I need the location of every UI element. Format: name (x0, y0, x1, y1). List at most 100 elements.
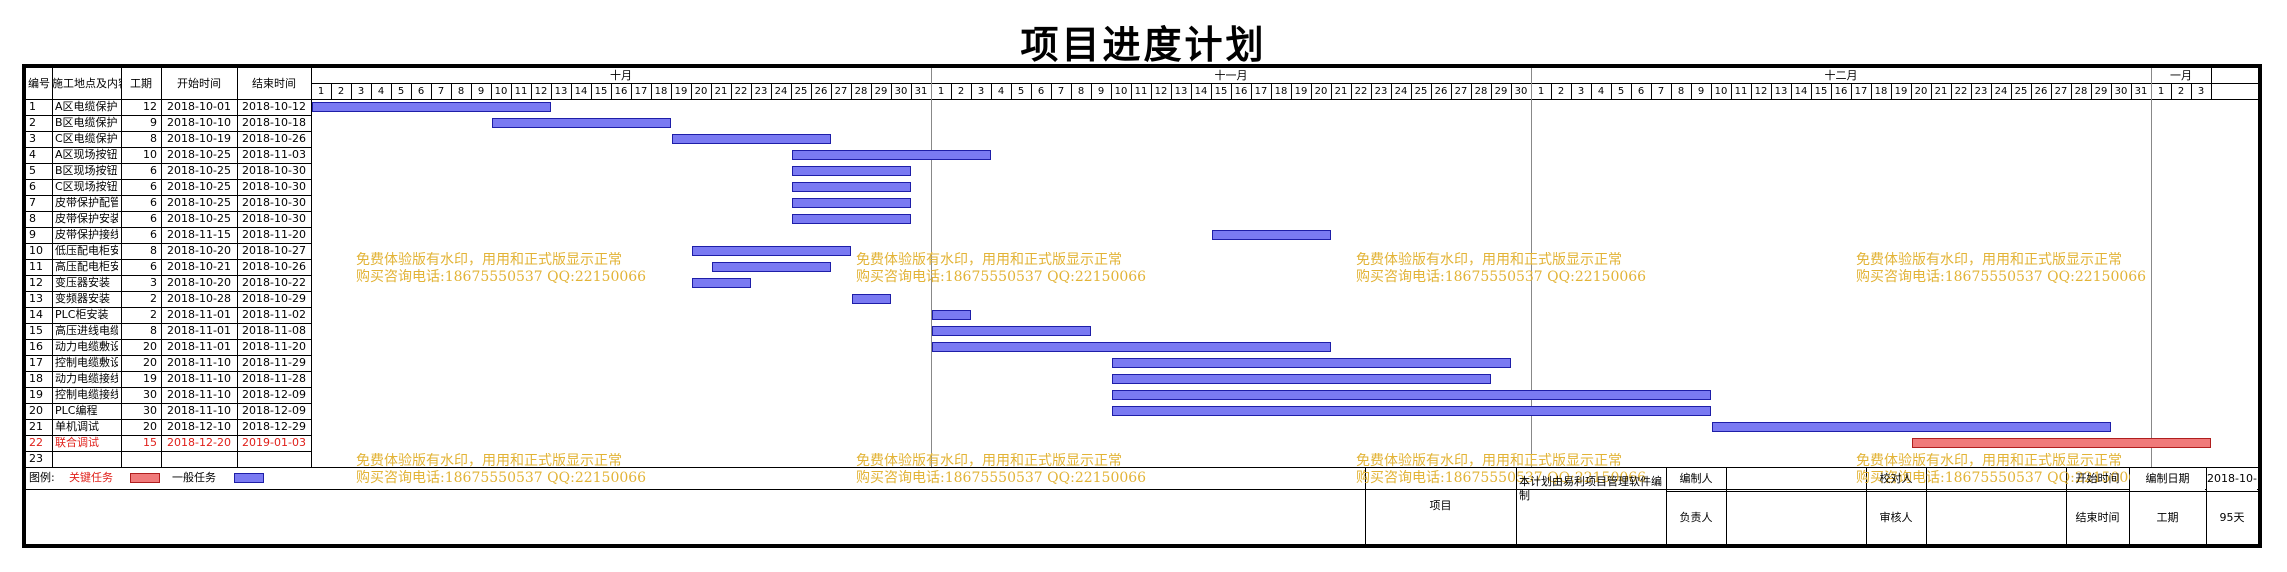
task-duration: 8 (150, 244, 157, 257)
day-label: 11 (1134, 86, 1148, 97)
task-no: 15 (29, 324, 43, 337)
day-label: 23 (754, 86, 768, 97)
day-label: 28 (2074, 86, 2088, 97)
day-label: 9 (477, 86, 485, 97)
task-no: 5 (29, 164, 36, 177)
gantt-bar[interactable] (1712, 422, 2111, 432)
task-name: 高压进线电缆敷设 (55, 324, 118, 337)
gantt-bar[interactable] (792, 182, 911, 192)
gantt-bar[interactable] (932, 342, 1331, 352)
footer-dur-label: 工期 (2130, 492, 2205, 543)
day-label: 15 (1814, 86, 1828, 97)
day-label: 19 (1294, 86, 1308, 97)
task-end: 2018-10-26 (242, 260, 306, 273)
gantt-bar[interactable] (1112, 374, 1491, 384)
task-name: 控制电缆接线 (55, 388, 118, 401)
watermark-line2: 购买咨询电话:18675550537 QQ:22150066 (356, 269, 647, 285)
task-end: 2018-11-29 (242, 356, 306, 369)
day-label: 27 (1454, 86, 1468, 97)
column-header-start: 开始时间 (177, 77, 221, 90)
day-label: 17 (1254, 86, 1268, 97)
day-label: 20 (1314, 86, 1328, 97)
task-end: 2018-11-02 (242, 308, 306, 321)
gantt-bar[interactable] (692, 246, 851, 256)
day-label: 5 (1017, 86, 1025, 97)
day-label: 13 (1774, 86, 1788, 97)
task-name: 皮带保护接线 (55, 228, 118, 241)
day-label: 13 (554, 86, 568, 97)
day-label: 20 (694, 86, 708, 97)
gantt-bar[interactable] (1112, 406, 1711, 416)
day-label: 28 (854, 86, 868, 97)
gantt-bar[interactable] (932, 310, 971, 320)
task-duration: 30 (143, 404, 157, 417)
task-start: 2018-11-01 (167, 308, 231, 321)
gantt-bar[interactable] (712, 262, 831, 272)
gantt-bar[interactable] (1112, 358, 1511, 368)
task-start: 2018-10-28 (167, 292, 231, 305)
gantt-bar[interactable] (852, 294, 891, 304)
task-start: 2018-11-10 (167, 372, 231, 385)
gantt-bar[interactable] (1212, 230, 1331, 240)
legend-normal-swatch (234, 473, 264, 483)
task-no: 16 (29, 340, 43, 353)
task-name: C区现场按钮箱 (55, 180, 118, 193)
task-start: 2018-10-25 (167, 212, 231, 225)
column-header-task: 施工地点及内容 (52, 77, 121, 90)
day-label: 18 (654, 86, 668, 97)
day-label: 25 (1414, 86, 1428, 97)
gantt-bar-critical[interactable] (1912, 438, 2211, 448)
task-name: A区现场按钮箱 (55, 148, 118, 161)
task-name: B区电缆保护管 (55, 116, 118, 129)
watermark-line1: 免费体验版有水印，用用和正式版显示正常 (1856, 252, 2122, 268)
task-end: 2018-10-30 (242, 180, 306, 193)
task-duration: 6 (150, 212, 157, 225)
gantt-bar[interactable] (932, 326, 1091, 336)
day-label: 10 (1114, 86, 1128, 97)
gantt-bar[interactable] (672, 134, 831, 144)
task-start: 2018-11-10 (167, 388, 231, 401)
day-label: 24 (1994, 86, 2008, 97)
task-no: 22 (29, 436, 43, 449)
day-label: 8 (1077, 86, 1085, 97)
watermark-line2: 购买咨询电话:18675550537 QQ:22150066 (1856, 269, 2147, 285)
day-label: 30 (2114, 86, 2128, 97)
watermark-line2: 购买咨询电话:18675550537 QQ:22150066 (856, 269, 1147, 285)
footer-date: 2018-10-09 (2207, 468, 2257, 490)
day-label: 12 (1154, 86, 1168, 97)
gantt-bar[interactable] (792, 214, 911, 224)
day-label: 3 (1577, 86, 1585, 97)
task-end: 2018-12-29 (242, 420, 306, 433)
task-start: 2018-10-20 (167, 276, 231, 289)
day-label: 24 (774, 86, 788, 97)
day-label: 30 (1514, 86, 1528, 97)
gantt-bar[interactable] (792, 150, 991, 160)
day-label: 27 (2054, 86, 2068, 97)
task-no: 7 (29, 196, 36, 209)
task-no: 9 (29, 228, 36, 241)
gantt-bar[interactable] (492, 118, 671, 128)
gantt-bar[interactable] (692, 278, 751, 288)
footer-approver (1926, 491, 2066, 544)
day-label: 13 (1174, 86, 1188, 97)
gantt-bar[interactable] (1112, 390, 1711, 400)
task-name: C区电缆保护管 (55, 132, 118, 145)
task-no: 10 (29, 244, 43, 257)
day-label: 5 (397, 86, 405, 97)
day-label: 25 (2014, 86, 2028, 97)
day-label: 1 (317, 86, 325, 97)
task-end: 2018-11-08 (242, 324, 306, 337)
gantt-bar[interactable] (792, 198, 911, 208)
gantt-bar[interactable] (792, 166, 911, 176)
footer-end-label: 结束时间 (2075, 511, 2120, 524)
footer-date-label: 编制日期 (2130, 468, 2205, 490)
column-header-end: 结束时间 (252, 77, 296, 90)
day-label: 12 (534, 86, 548, 97)
day-label: 23 (1374, 86, 1388, 97)
gantt-bar[interactable] (312, 102, 551, 112)
month-label: 十一月 (1214, 69, 1248, 82)
task-end: 2018-10-29 (242, 292, 306, 305)
day-label: 17 (1854, 86, 1868, 97)
task-no: 21 (29, 420, 43, 433)
task-duration: 6 (150, 164, 157, 177)
